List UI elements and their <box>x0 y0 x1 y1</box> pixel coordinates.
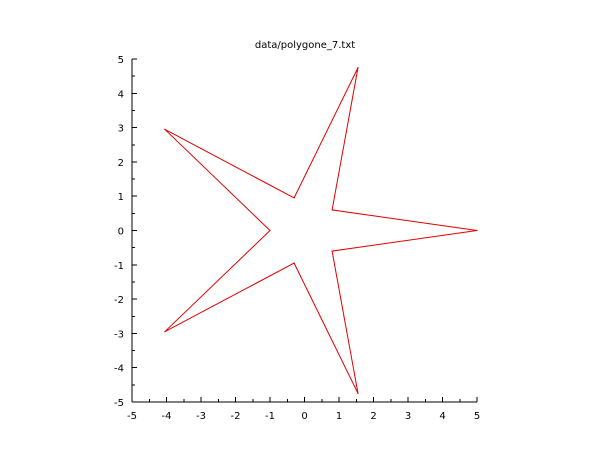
x-tick-label: 4 <box>439 411 445 422</box>
data-point <box>331 209 333 211</box>
x-tick-label: 0 <box>301 411 307 422</box>
data-point <box>269 229 271 232</box>
x-tick-label: -2 <box>231 411 241 422</box>
y-tick-label: -2 <box>114 295 124 306</box>
x-tick-label: -4 <box>162 411 172 422</box>
y-tick-label: 5 <box>118 55 124 66</box>
data-point <box>164 128 166 130</box>
y-tick-label: 0 <box>118 227 124 238</box>
y-tick-label: -5 <box>114 398 124 409</box>
axis-tick-labels: -5 -4 -3 -2 -1 0 1 2 3 4 5 -5 -4 -3 -2 -1 0 1 2 3 4 5 <box>114 55 480 422</box>
chart-title: data/polygone_7.txt <box>255 40 355 51</box>
y-tick-label: -4 <box>114 364 124 375</box>
y-tick-label: 4 <box>118 89 124 100</box>
x-tick-label: 2 <box>370 411 376 422</box>
y-tick-label: 1 <box>118 192 124 203</box>
y-tick-label: 2 <box>118 158 124 169</box>
data-point <box>331 250 333 252</box>
plot-series <box>164 66 478 395</box>
data-point <box>357 392 359 395</box>
axis-ticks <box>131 58 478 403</box>
y-tick-label: -3 <box>114 329 124 340</box>
x-tick-label: 1 <box>336 411 342 422</box>
data-point <box>164 331 166 333</box>
x-tick-label: -3 <box>196 411 206 422</box>
data-point <box>293 197 295 199</box>
x-tick-label: -1 <box>265 411 275 422</box>
y-tick-label: 3 <box>118 124 124 135</box>
x-tick-label: 3 <box>405 411 411 422</box>
x-tick-label: -5 <box>127 411 137 422</box>
x-tick-label: 5 <box>474 411 480 422</box>
data-point <box>357 66 359 69</box>
data-point <box>476 229 478 232</box>
data-point <box>293 262 295 264</box>
y-tick-label: -1 <box>114 261 124 272</box>
